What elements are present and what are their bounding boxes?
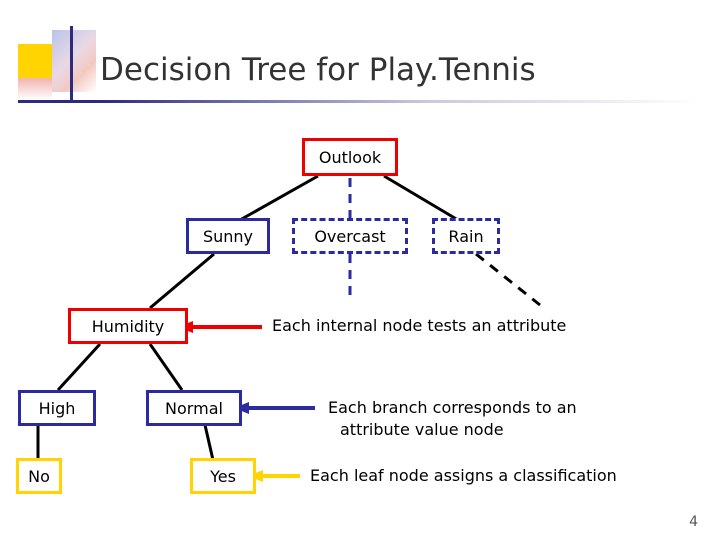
annotation-branch-line1: Each branch corresponds to an — [328, 398, 577, 417]
header-pink-block — [18, 78, 52, 100]
header-vertical-rule — [70, 26, 73, 102]
header-horizontal-rule — [18, 100, 702, 103]
header-gradient-block — [52, 30, 96, 92]
tree-value-normal[interactable]: Normal — [146, 390, 242, 426]
tree-branch-sunny[interactable]: Sunny — [186, 218, 270, 254]
tree-leaf-yes[interactable]: Yes — [190, 458, 256, 494]
tree-branch-overcast[interactable]: Overcast — [292, 218, 408, 254]
tree-node-humidity[interactable]: Humidity — [68, 308, 188, 344]
page-title: Decision Tree for Play.Tennis — [100, 52, 536, 88]
tree-branch-rain[interactable]: Rain — [432, 218, 500, 254]
page-number: 4 — [689, 514, 698, 530]
tree-node-root[interactable]: Outlook — [302, 138, 398, 176]
annotation-internal-node: Each internal node tests an attribute — [272, 316, 567, 335]
tree-value-high[interactable]: High — [18, 390, 96, 426]
tree-leaf-no[interactable]: No — [16, 458, 62, 494]
annotation-branch-line2: attribute value node — [340, 420, 504, 439]
annotation-leaf-node: Each leaf node assigns a classification — [310, 466, 617, 485]
header-yellow-block — [18, 44, 52, 78]
